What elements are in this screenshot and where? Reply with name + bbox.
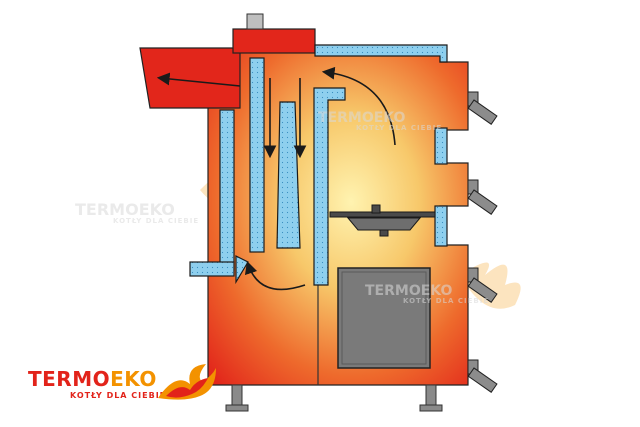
ash-door [337,267,431,369]
thermostat-cap [246,13,264,30]
door-handles [467,91,498,393]
flue-pipe [139,47,241,109]
water-jacket [189,44,448,286]
logo-word-part2: EKO [110,367,157,391]
logo-flame-icon [158,364,216,400]
brand-logo: TERMOEKO KOTŁY DLA CIEBIE [28,364,218,418]
logo-tagline: KOTŁY DLA CIEBIE [70,391,167,400]
boiler-feet [225,384,443,412]
top-collector [232,28,316,54]
logo-word-part1: TERMO [28,367,111,391]
fire-grate [329,204,436,237]
flue-gas-arrows [156,66,396,291]
logo-wordmark: TERMOEKO [28,368,157,390]
